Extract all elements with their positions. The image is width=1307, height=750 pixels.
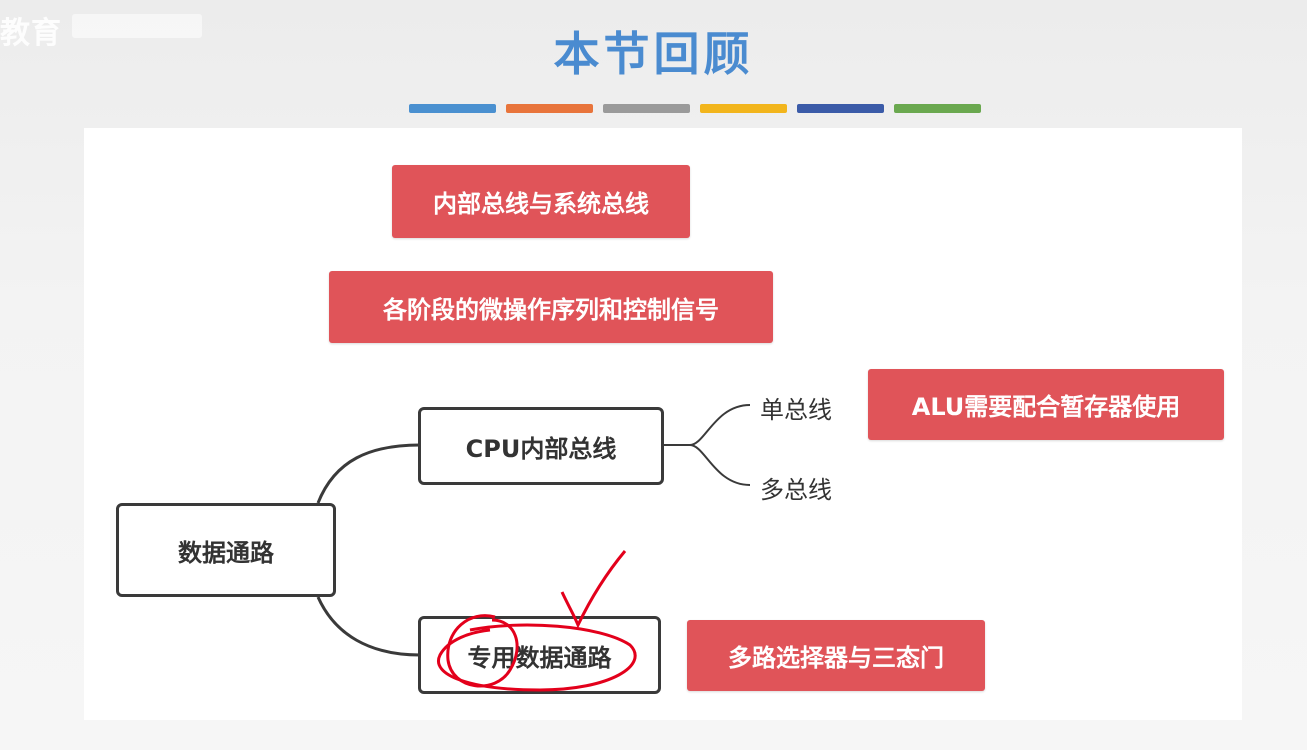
- leaf-single-bus: 单总线: [760, 396, 832, 424]
- leaf-multi-bus: 多总线: [760, 476, 832, 504]
- annotation-checkmark: [560, 550, 627, 629]
- annotation-circle-large: [437, 623, 637, 692]
- stripe-6: [894, 104, 981, 113]
- stripe-1: [409, 104, 496, 113]
- tag-internal-system-bus: 内部总线与系统总线: [392, 165, 690, 238]
- stripe-4: [700, 104, 787, 113]
- tag-alu-temp-register: ALU需要配合暂存器使用: [868, 369, 1224, 440]
- color-stripes: [409, 104, 981, 113]
- node-root-datapath: 数据通路: [116, 503, 336, 597]
- stripe-3: [603, 104, 690, 113]
- annotation-circle-small: [446, 614, 519, 688]
- cpu-to-multi-connector: [689, 444, 751, 486]
- slide-title: 本节回顾: [553, 27, 754, 81]
- stripe-5: [797, 104, 884, 113]
- root-to-dedicated-connector: [316, 596, 421, 657]
- tag-mux-tristate: 多路选择器与三态门: [687, 620, 985, 691]
- stripe-2: [506, 104, 593, 113]
- root-to-cpu-connector: [316, 443, 421, 504]
- logo-text: 教育: [0, 16, 62, 51]
- logo-banner: [72, 14, 202, 38]
- tag-micro-ops: 各阶段的微操作序列和控制信号: [329, 271, 773, 343]
- node-cpu-internal-bus: CPU内部总线: [418, 407, 664, 485]
